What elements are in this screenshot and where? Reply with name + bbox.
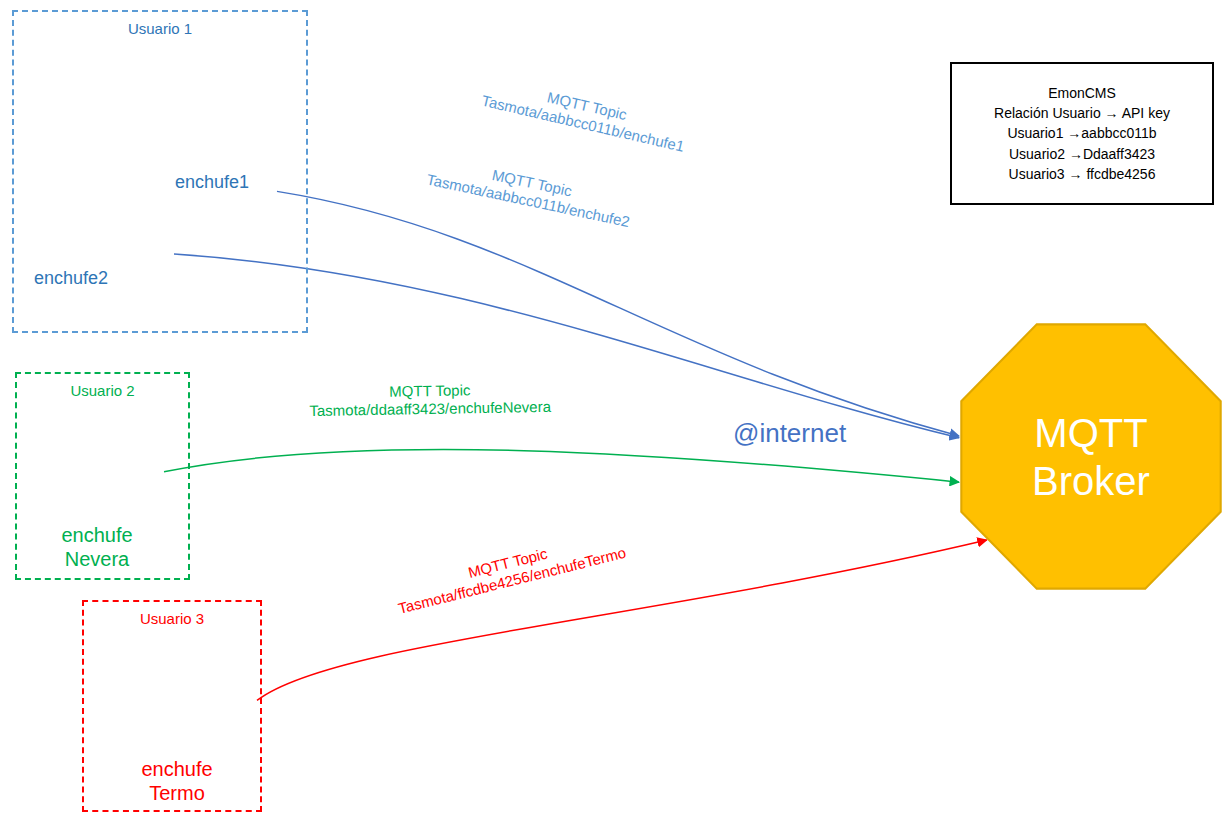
user-group-box: Usuario 3 enchufe Termo xyxy=(82,600,262,812)
topic-label: MQTT Topic Tasmota/aabbcc011b/enchufe2 xyxy=(396,147,664,238)
mqtt-connector xyxy=(174,254,959,438)
table-line: Usuario1 →aabbcc011b xyxy=(1007,123,1156,143)
group-heading: Usuario 1 xyxy=(128,20,192,38)
device-name: enchufe2 xyxy=(34,268,108,290)
device-name: enchufe Termo xyxy=(122,757,232,805)
smart-plug-icon xyxy=(177,53,234,150)
broker-label: MQTT Broker xyxy=(991,409,1191,505)
smart-plug-node: enchufe2 xyxy=(24,140,174,292)
topic-label: MQTT Topic Tasmota/ffcdbe4256/enchufeTer… xyxy=(377,522,644,621)
device-name: enchufe Nevera xyxy=(42,523,152,571)
mqtt-connector xyxy=(164,449,959,482)
octagon-shape xyxy=(961,324,1220,588)
smart-plug-node: enchufe Nevera xyxy=(30,397,164,575)
table-line: Usuario3 → ffcdbe4256 xyxy=(1009,164,1156,184)
table-line: EmonCMS xyxy=(1048,83,1116,103)
group-heading: Usuario 3 xyxy=(140,610,204,628)
group-heading: Usuario 2 xyxy=(70,382,134,400)
sonoff-switch-node: enchufe Termo xyxy=(97,642,257,809)
topic-label: MQTT Topic Tasmota/ddaaff3423/enchufeNev… xyxy=(297,380,564,421)
emoncms-api-key-table: EmonCMSRelación Usuario → API keyUsuario… xyxy=(950,62,1214,205)
octagon-outline xyxy=(960,323,1222,590)
sonoff-switch-icon xyxy=(112,659,232,729)
mqtt-connector xyxy=(257,540,987,700)
table-line: Relación Usuario → API key xyxy=(994,103,1170,123)
table-line: Usuario2 →Ddaaff3423 xyxy=(1009,144,1155,164)
user-group-box: Usuario 2 enchufe Nevera xyxy=(15,372,190,580)
user-group-box: Usuario 1 enchufe1 enchufe2 xyxy=(12,10,308,333)
cloud-label: @internet xyxy=(730,418,849,449)
topic-label: MQTT Topic Tasmota/aabbcc011b/enchufe1 xyxy=(451,68,718,163)
smart-plug-icon xyxy=(40,145,96,241)
smart-plug-icon xyxy=(52,404,104,494)
smart-plug-node: enchufe1 xyxy=(167,42,277,196)
device-name: enchufe1 xyxy=(175,172,249,194)
mqtt-broker-octagon: MQTT Broker xyxy=(960,323,1222,590)
